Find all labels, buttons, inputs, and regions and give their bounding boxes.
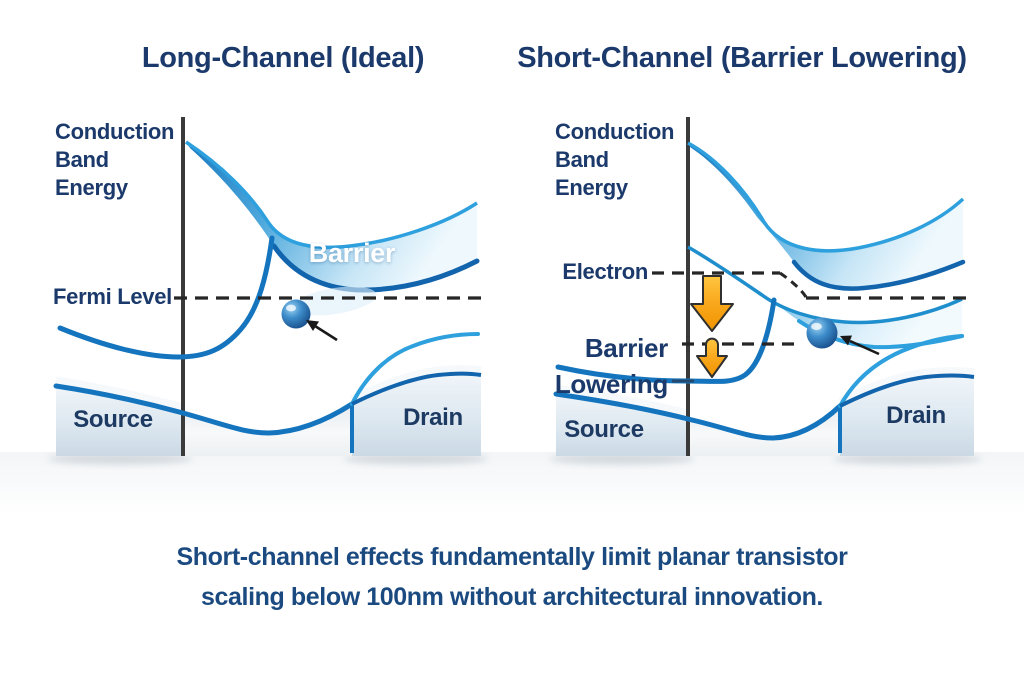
electron-sphere: [281, 299, 311, 329]
drain-block-bevel: [837, 367, 975, 407]
drain-top-edge-line: [839, 373, 975, 408]
drain-top-edge-line: [351, 371, 482, 406]
conduction-band-top-edge: [185, 140, 478, 250]
original-barrier-ghost-dashed-curve: [779, 271, 808, 298]
drain-band-curve: [838, 334, 964, 408]
conduction-band-top-edge: [687, 141, 965, 253]
left-panel-title: Long-Channel (Ideal): [141, 42, 425, 74]
left-drain-label: Drain: [403, 404, 463, 431]
barrier-band: [186, 142, 477, 291]
source-band-curve: [57, 235, 275, 360]
electron-label: Electron: [562, 259, 648, 284]
silicon-body: [688, 406, 840, 456]
drain-block-bevel: [349, 365, 482, 405]
figure-caption: Short-channel effects fundamentally limi…: [176, 543, 848, 611]
fermi-level-label: Fermi Level: [53, 284, 172, 309]
source-block: [56, 385, 183, 456]
drain-block: [352, 373, 481, 456]
silicon-body: [183, 404, 352, 456]
right-drain-label: Drain: [886, 402, 946, 429]
barrier-lowering-arrow-icon: [690, 275, 734, 332]
right-source-label: Source: [564, 416, 644, 443]
source-band-curve: [555, 297, 777, 384]
source-block-bevel: [555, 384, 690, 419]
electron-highlight: [286, 304, 296, 312]
right-panel-title: Short-Channel (Barrier Lowering): [517, 42, 967, 74]
source-block-bevel: [55, 376, 185, 413]
channel-band-curve: [53, 383, 355, 436]
barrier-lowering-label: Barrier Lowering: [554, 333, 668, 399]
left-axis-label: Conduction Band Energy: [55, 119, 175, 200]
channel-band-curve: [553, 391, 843, 441]
left-source-label: Source: [73, 406, 153, 433]
drain-block-shadow: [344, 453, 488, 465]
drain-block-shadow: [833, 453, 981, 465]
barrier-label: Barrier: [308, 238, 396, 268]
valley-glow: [293, 286, 377, 316]
lowered-barrier-band: [688, 247, 962, 348]
right-diagram: [550, 117, 981, 465]
right-axis-label: Conduction Band Energy: [555, 119, 675, 200]
electron-sphere: [806, 317, 838, 349]
left-diagram: [48, 117, 488, 465]
electron-highlight: [811, 322, 822, 331]
lowered-barrier-top-edge: [687, 245, 963, 325]
drain-block: [840, 375, 974, 456]
electron-pointer-arrow-icon: [840, 335, 880, 356]
original-barrier-bottom-edge: [791, 259, 966, 291]
electron-pointer-arrow-icon: [306, 320, 338, 342]
source-block: [556, 393, 688, 456]
source-block-shadow: [550, 453, 694, 465]
barrier-lowering-small-arrow-icon: [696, 337, 728, 378]
source-block-shadow: [48, 453, 192, 465]
drain-band-curve: [350, 332, 480, 406]
original-barrier-band: [688, 143, 963, 289]
